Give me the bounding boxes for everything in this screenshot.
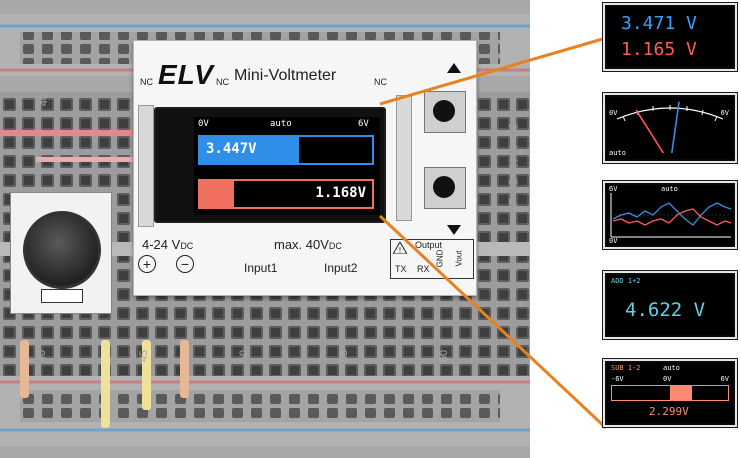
potentiometer [10, 192, 112, 314]
sub-scale-mid: 0V [663, 375, 672, 383]
rx-label: RX [417, 264, 430, 274]
output-box: ! Output TX RX GND Vout [390, 239, 474, 279]
screen-graph: 6V auto 0V [602, 180, 738, 250]
input2-label: Input2 [324, 261, 358, 275]
row-letter: E [506, 263, 521, 272]
lcd-value2: 1.168V [315, 185, 366, 201]
graph-line-red [612, 208, 732, 226]
lcd-value1: 3.447V [206, 141, 257, 157]
screen-digital: 3.471 V 1.165 V [602, 2, 738, 72]
row-letter: G [506, 177, 521, 187]
potentiometer-resistor-symbol [41, 289, 83, 303]
sub-value: 2.299V [649, 405, 689, 418]
row-letters-top: J I H G F [506, 112, 524, 207]
tx-label: TX [395, 264, 407, 274]
row-letter: C [506, 300, 521, 310]
lcd-scale-min: 0V [198, 119, 209, 129]
digital-value2: 1.165 V [621, 39, 697, 60]
warning-icon: ! [393, 242, 407, 254]
column-number-top: 40 [38, 93, 51, 107]
row-letter: D [506, 281, 521, 291]
sub-bar-fill [670, 386, 693, 400]
max-voltage-label: max. 40VDC [274, 237, 342, 252]
push-button-1[interactable] [424, 91, 466, 133]
column-number: 55 [338, 349, 351, 363]
graph-mode: auto [661, 185, 678, 193]
graph-plot [610, 193, 732, 238]
graph-label-top: 6V [609, 185, 618, 193]
pin-header-right [396, 95, 412, 221]
row-letter: A [506, 339, 521, 348]
analog-needle-2 [635, 109, 664, 154]
row-letter: I [506, 145, 521, 149]
input1-label: Input1 [244, 261, 278, 275]
push-button-cap [433, 176, 455, 198]
brand-logo: ELV [158, 59, 214, 90]
sub-scale-min: -6V [611, 375, 624, 383]
push-button-2[interactable] [424, 167, 466, 209]
module-title: Mini-Voltmeter [234, 67, 337, 84]
screen-add: ADD 1+2 4.622 V [602, 270, 738, 340]
lcd-bar1-frame: 3.447V [198, 135, 374, 165]
minus-symbol-icon: − [176, 255, 194, 273]
screen-sub: SUB 1-2 auto -6V 0V 6V 2.299V [602, 358, 738, 428]
lcd-bar1-fill [200, 137, 299, 163]
row-letter: H [506, 158, 521, 168]
supply-label: 4-24 VDC [142, 237, 194, 252]
gnd-label: GND [435, 249, 445, 268]
sub-bar-frame [611, 385, 729, 401]
vout-label: Vout [454, 250, 464, 267]
voltmeter-module: NC ELV NC Mini-Voltmeter NC 0V auto 6V 3… [133, 40, 477, 296]
lcd-screen: 0V auto 6V 3.447V 1.168V [154, 107, 386, 223]
lcd-scale-mode: auto [270, 119, 292, 129]
digital-value1: 3.471 V [621, 13, 697, 34]
row-letter: F [506, 198, 521, 206]
svg-text:!: ! [398, 246, 401, 254]
sub-label: SUB 1-2 [611, 364, 641, 372]
nc-label: NC [140, 77, 153, 87]
potentiometer-knob [23, 211, 101, 289]
column-number: 50 [238, 349, 251, 363]
graph-line-blue [612, 202, 732, 226]
arrow-up-icon [447, 63, 461, 73]
lcd-bar2-frame: 1.168V [198, 179, 374, 209]
nc-label: NC [216, 77, 229, 87]
add-value: 4.622 V [625, 299, 706, 321]
lcd-scale-max: 6V [358, 119, 369, 129]
lcd-display-area: 0V auto 6V 3.447V 1.168V [194, 117, 380, 215]
sub-mode: auto [663, 364, 680, 372]
nc-label: NC [374, 77, 387, 87]
analog-needle-1 [671, 101, 680, 154]
screen-analog: 0V 6V auto [602, 92, 738, 164]
analog-scale-max: 6V [720, 109, 729, 117]
graph-label-bottom: 0V [609, 237, 618, 245]
analog-scale-min: 0V [609, 109, 618, 117]
row-letter: B [506, 320, 521, 329]
column-number: 40 [36, 349, 49, 363]
add-label: ADD 1+2 [611, 277, 641, 285]
sub-scale-max: 6V [720, 375, 729, 383]
arrow-down-icon [447, 225, 461, 235]
column-number: 45 [138, 349, 151, 363]
analog-gauge [616, 101, 724, 154]
pin-header-left [138, 105, 154, 227]
plus-symbol-icon: + [138, 255, 156, 273]
push-button-cap [433, 100, 455, 122]
row-letter: J [506, 123, 521, 130]
lcd-bar2-fill [200, 181, 234, 207]
analog-mode: auto [609, 149, 626, 157]
column-number: 60 [438, 349, 451, 363]
row-letters-bottom: E D C B A [506, 254, 524, 349]
